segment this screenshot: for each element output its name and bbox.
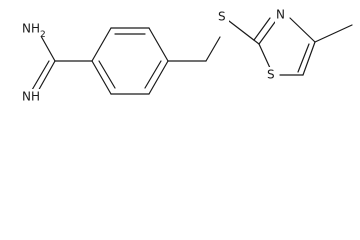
bond — [258, 21, 276, 45]
double-bond — [297, 43, 310, 73]
methyl-bond — [314, 24, 353, 43]
chemical-structure-diagram: NH2 NH S N S — [22, 7, 353, 105]
atom-label-thiazole-n: N — [275, 7, 288, 23]
double-bond — [31, 60, 50, 91]
bond — [91, 60, 112, 95]
benzene-ring — [91, 27, 169, 95]
bond — [148, 60, 169, 95]
atom-label-amidine-imine: NH — [22, 89, 42, 105]
double-bond-inner — [98, 60, 116, 89]
thiazole-ring — [253, 17, 316, 76]
double-bond — [253, 17, 271, 41]
bond — [205, 36, 221, 62]
bond — [302, 41, 316, 76]
bond — [289, 17, 316, 43]
double-bond-inner — [144, 60, 162, 89]
thiazole-s-label: S — [267, 68, 275, 82]
nh2-label: NH2 — [22, 22, 46, 40]
double-bond — [36, 60, 56, 94]
thiazole-n-label: N — [276, 8, 285, 22]
thioether-s-label: S — [218, 10, 226, 24]
bond — [258, 43, 271, 69]
bond — [228, 20, 260, 45]
nh-label: NH — [22, 90, 40, 104]
atom-label-thioether-s: S — [217, 9, 229, 25]
atom-label-thiazole-s: S — [266, 67, 278, 83]
bond — [148, 27, 169, 62]
atom-label-amidine-amine: NH2 — [22, 21, 46, 40]
bond — [91, 27, 112, 62]
